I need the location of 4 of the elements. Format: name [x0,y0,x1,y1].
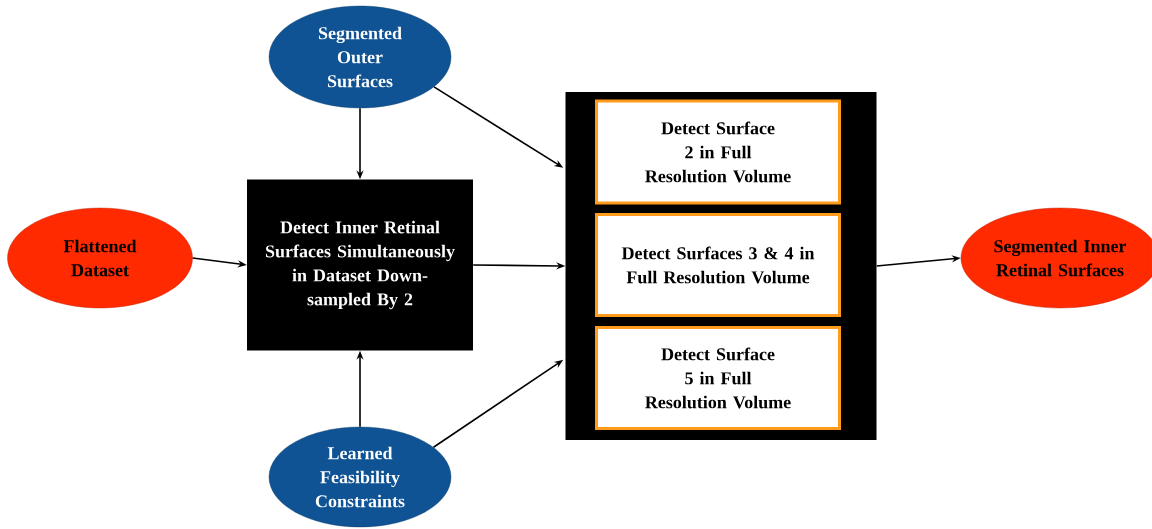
process-box: Detect Inner Retinal Surfaces Simultaneously in Dataset Down-sampled By 2 [247,179,473,351]
step-box: Detect Surfaces 3 & 4 in Full Resolution Volume [595,213,841,317]
step-box: Detect Surface 5 in Full Resolution Volume [595,326,841,430]
step-box: Detect Surface 2 in Full Resolution Volume [595,99,841,205]
